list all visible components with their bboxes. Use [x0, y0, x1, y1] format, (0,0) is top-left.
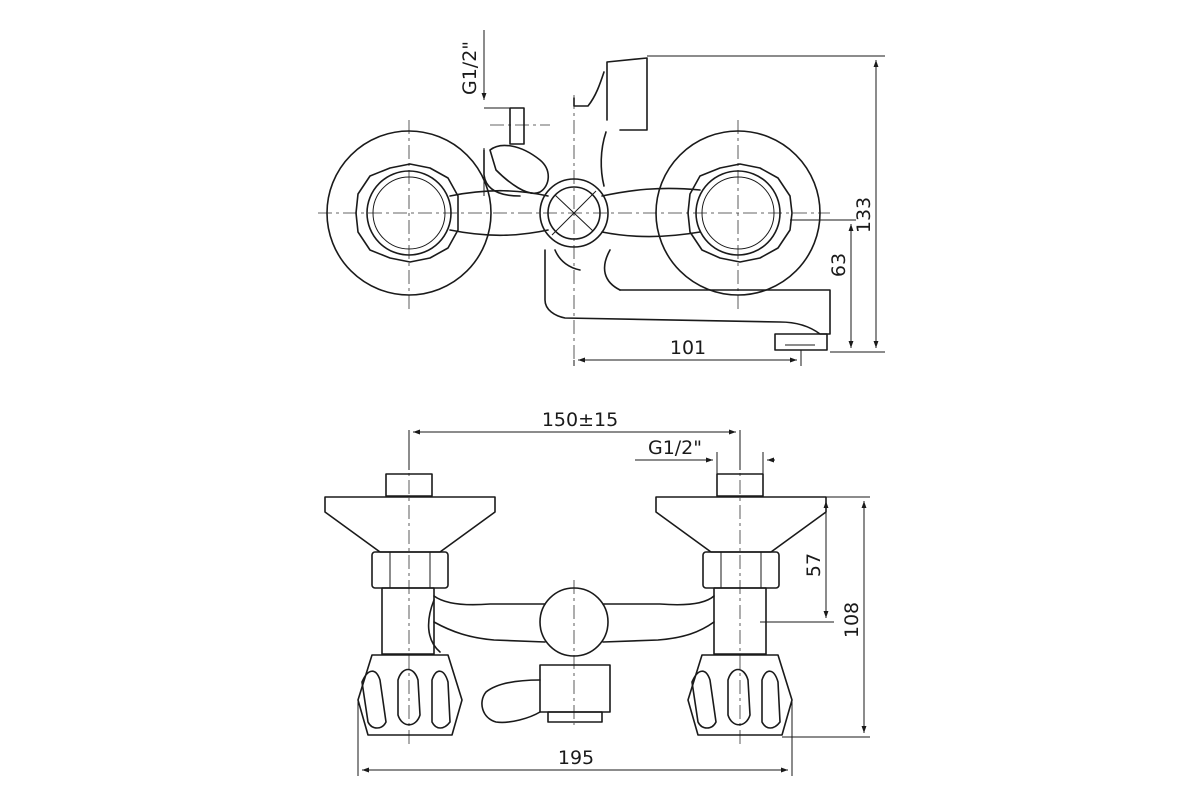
dim-height-body-front: 57 — [760, 496, 834, 623]
dim-spout-reach-top: 101 — [573, 337, 802, 366]
left-valve-top — [326, 130, 492, 296]
top-body-outline — [449, 187, 701, 238]
label-thread-front: G1/2" — [648, 437, 702, 459]
diverter-top — [539, 178, 609, 248]
top-center-lines — [318, 95, 830, 360]
dim-height-spout-top: 63 — [790, 219, 856, 348]
label-spout-reach-top: 101 — [670, 337, 706, 359]
label-height-spout-top: 63 — [828, 253, 850, 277]
dim-center-distance-front: 150±15 — [408, 409, 741, 470]
right-valve-top — [655, 130, 821, 296]
body-front — [427, 587, 715, 724]
dim-height-total-top: 133 — [647, 55, 885, 353]
label-width-total-front: 195 — [558, 747, 594, 769]
left-valve-front — [324, 473, 496, 736]
label-thread-top: G1/2" — [459, 41, 481, 95]
dim-height-total-front: 108 — [782, 496, 870, 738]
label-center-distance-front: 150±15 — [542, 409, 618, 431]
top-view: G1/2" 133 63 101 — [318, 30, 885, 366]
shower-outlet-top — [573, 57, 648, 187]
dim-thread-front: G1/2" — [635, 437, 775, 474]
spout-top — [544, 249, 831, 351]
label-height-body-front: 57 — [803, 553, 825, 577]
label-height-total-top: 133 — [853, 197, 875, 233]
dim-thread-top: G1/2" — [459, 30, 520, 196]
front-view: 150±15 G1/2" 57 108 1 — [324, 409, 870, 776]
lever-top — [483, 107, 550, 197]
label-height-total-front: 108 — [841, 602, 863, 638]
dim-width-total-front: 195 — [357, 700, 793, 776]
